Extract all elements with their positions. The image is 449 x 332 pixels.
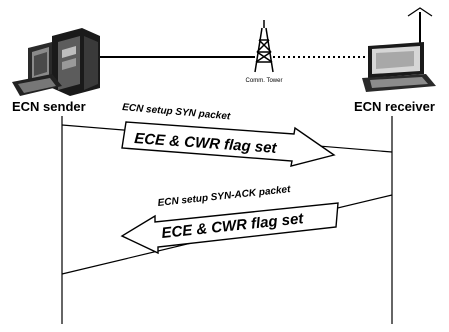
synack-packet-label: ECN setup SYN-ACK packet — [157, 184, 291, 209]
receiver-laptop-icon — [362, 8, 436, 92]
comm-tower-icon — [255, 20, 273, 72]
sender-label: ECN sender — [12, 99, 86, 114]
syn-packet-label: ECN setup SYN packet — [122, 102, 232, 122]
receiver-label: ECN receiver — [354, 99, 435, 114]
sender-computer-icon — [12, 28, 100, 96]
synack-message: ECN setup SYN-ACK packet ECE & CWR flag … — [62, 184, 392, 274]
tower-label: Comm. Tower — [246, 78, 283, 84]
syn-message: ECN setup SYN packet ECE & CWR flag set — [62, 102, 392, 166]
